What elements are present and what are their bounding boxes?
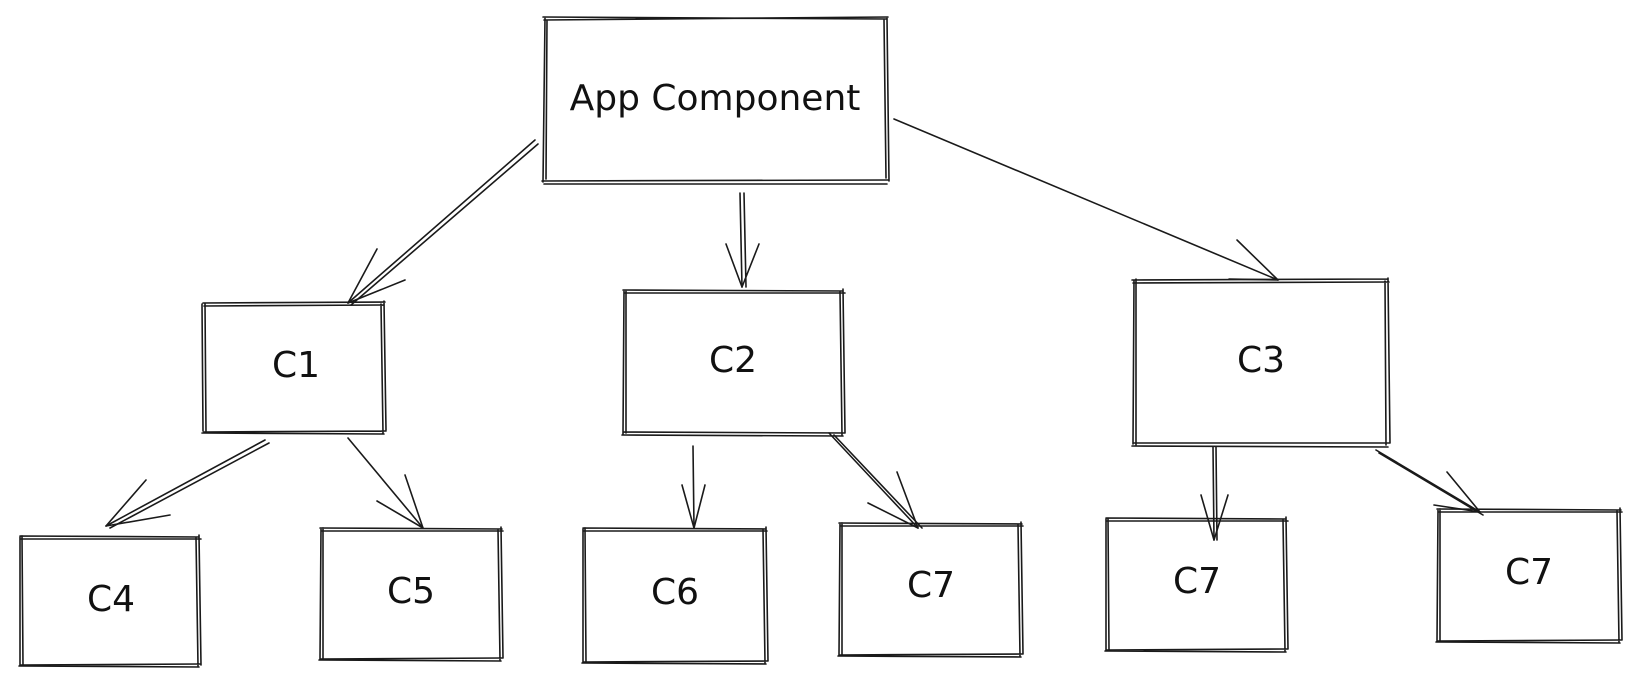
node-label-c1: C1	[272, 345, 320, 386]
edge-c1-to-c4	[105, 439, 270, 529]
node-label-c7-under-c3-right: C7	[1505, 552, 1553, 593]
edge-app-to-c3	[893, 118, 1279, 281]
node-label-c5: C5	[387, 571, 435, 612]
node-label-c7-under-c2: C7	[907, 565, 955, 606]
node-c6: C6	[581, 526, 769, 665]
edge-c3-to-c7-left	[1200, 446, 1229, 541]
node-label-c3: C3	[1237, 340, 1285, 381]
node-c3: C3	[1131, 277, 1391, 448]
node-label-c2: C2	[709, 340, 757, 381]
node-label-c6: C6	[651, 572, 699, 613]
node-c7-under-c3-right: C7	[1435, 507, 1623, 644]
node-c1: C1	[201, 300, 387, 435]
node-label-c7-under-c3-left: C7	[1173, 561, 1221, 602]
node-c5: C5	[318, 526, 504, 662]
edge-c2-to-c6	[681, 445, 706, 529]
node-label-c4: C4	[87, 579, 135, 620]
node-c4: C4	[18, 534, 202, 668]
node-label-app-component: App Component	[570, 78, 861, 119]
edge-c3-to-c7-right	[1375, 449, 1484, 516]
node-c2: C2	[621, 288, 846, 437]
edge-app-to-c2	[725, 192, 760, 288]
edge-c1-to-c5	[347, 437, 424, 529]
edge-c2-to-c7	[828, 432, 923, 529]
node-c7-under-c2: C7	[837, 521, 1024, 658]
node-c7-under-c3-left: C7	[1104, 516, 1289, 653]
node-app-component: App Component	[541, 16, 890, 185]
edge-app-to-c1	[347, 139, 539, 306]
